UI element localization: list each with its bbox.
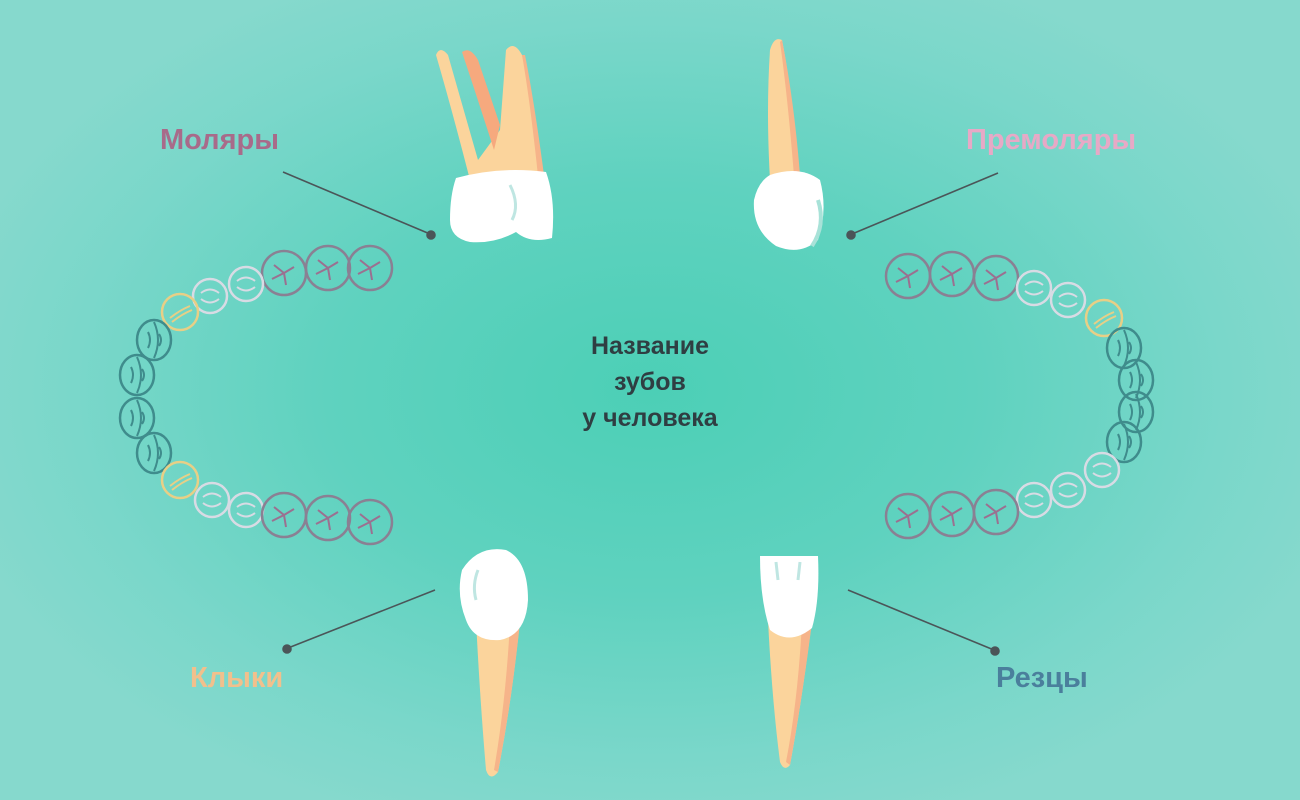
title-line-1: Название xyxy=(590,332,709,360)
molar-crown-icon xyxy=(928,250,976,298)
incisor-crown-icon xyxy=(118,396,156,440)
title-line-3: у человека xyxy=(582,404,718,432)
molars-leader-line xyxy=(282,171,431,235)
canine-crown-icon xyxy=(160,292,200,332)
label-incisors: Резцы xyxy=(996,662,1088,694)
diagram-title: Название зубов у человека xyxy=(550,328,750,436)
premolar-crown-icon xyxy=(1049,471,1087,509)
canines-leader-line xyxy=(287,589,436,649)
canines-leader-dot xyxy=(282,644,292,654)
molar-crown-icon xyxy=(884,492,932,540)
molar-crown-icon xyxy=(972,254,1020,302)
premolar-crown-icon xyxy=(193,481,231,519)
canine-tooth-icon xyxy=(459,549,528,777)
premolar-crown-icon xyxy=(1049,281,1087,319)
premolars-leader-dot xyxy=(846,230,856,240)
incisor-tooth-icon xyxy=(760,556,819,768)
premolars-leader-line xyxy=(851,172,999,235)
left-dental-arch xyxy=(118,244,394,546)
label-premolars: Премоляры xyxy=(966,124,1137,156)
molar-crown-icon xyxy=(260,491,308,539)
premolar-crown-icon xyxy=(1083,451,1121,489)
premolar-crown-icon xyxy=(227,265,265,303)
premolar-tooth-icon xyxy=(753,39,824,250)
molar-crown-icon xyxy=(928,490,976,538)
canine-crown-icon xyxy=(160,460,200,500)
premolar-crown-icon xyxy=(1015,481,1053,519)
premolar-crown-icon xyxy=(227,491,265,529)
molar-crown-icon xyxy=(884,252,932,300)
incisor-crown-icon xyxy=(118,353,156,397)
incisor-crown-icon xyxy=(135,318,173,362)
molars-leader-dot xyxy=(426,230,436,240)
incisor-crown-icon xyxy=(1105,326,1143,370)
premolar-crown-icon xyxy=(1015,269,1053,307)
label-canines: Клыки xyxy=(190,662,284,694)
molar-crown-icon xyxy=(304,244,352,292)
right-dental-arch xyxy=(884,250,1155,540)
title-line-2: зубов xyxy=(614,368,686,396)
incisors-leader-dot xyxy=(990,646,1000,656)
label-molars: Моляры xyxy=(160,124,279,156)
molar-crown-icon xyxy=(972,488,1020,536)
incisors-leader-line xyxy=(847,589,995,651)
molar-crown-icon xyxy=(346,244,394,292)
molar-crown-icon xyxy=(346,498,394,546)
molar-crown-icon xyxy=(260,249,308,297)
molar-tooth-icon xyxy=(436,46,554,243)
molar-crown-icon xyxy=(304,494,352,542)
